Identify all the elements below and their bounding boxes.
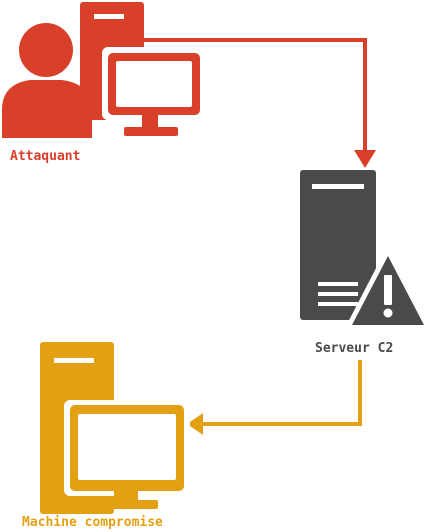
edge-attacker-to-server	[140, 38, 376, 168]
edge-server-to-victim	[187, 360, 362, 435]
attacker-label: Attaquant	[10, 149, 80, 164]
victim-label: Machine compromise	[22, 515, 163, 530]
server-label: Serveur C2	[315, 341, 393, 356]
server-warning-icon	[300, 170, 430, 330]
computer-icon	[40, 342, 190, 514]
attacker-workstation-icon	[2, 2, 204, 138]
